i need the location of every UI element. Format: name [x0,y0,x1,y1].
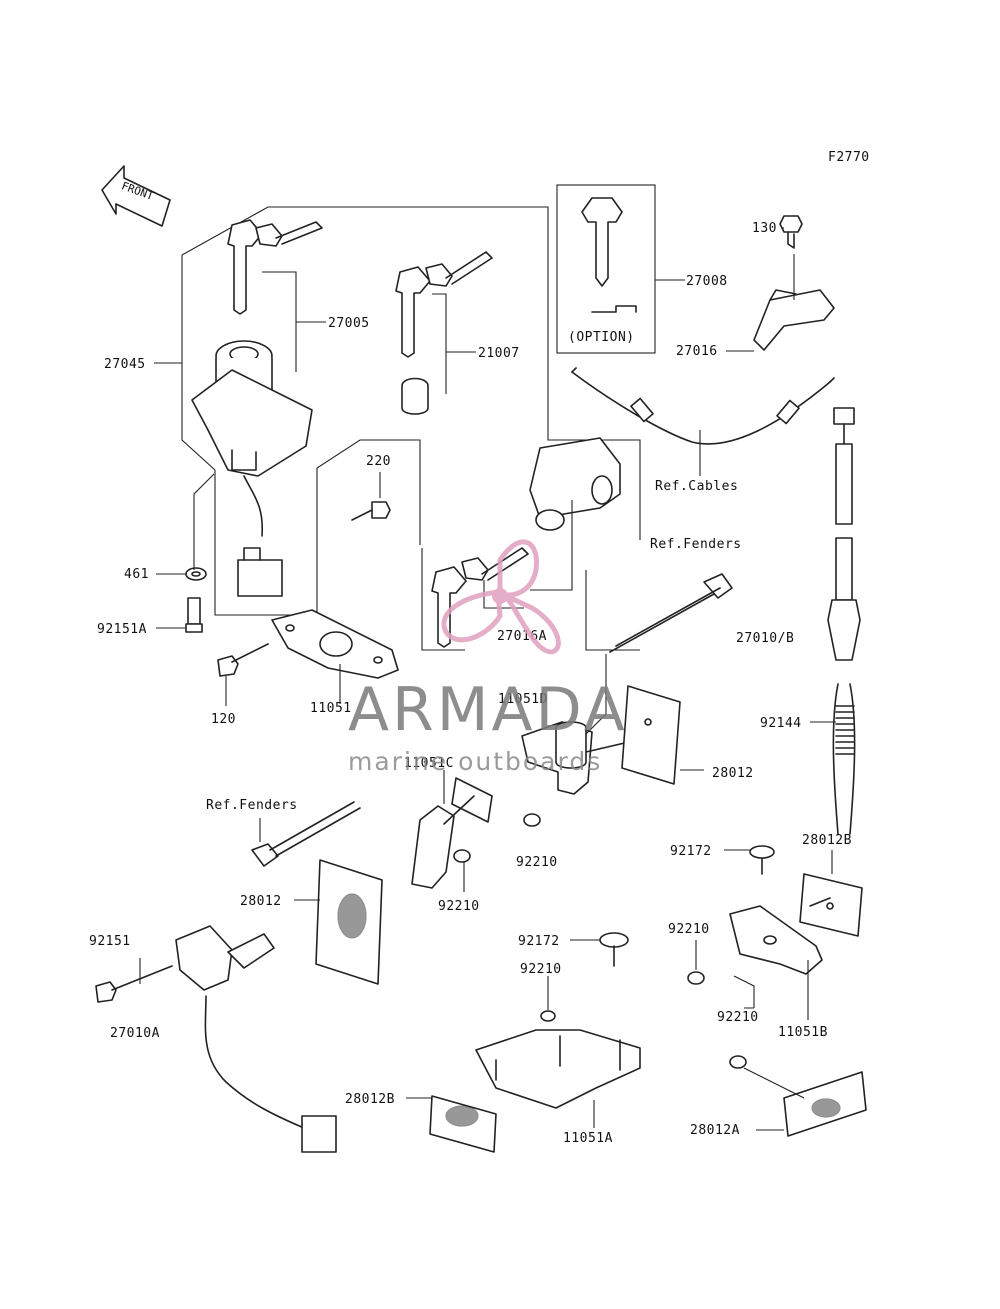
part-label: 92172 [518,934,560,949]
part-label: Ref.Fenders [650,537,742,552]
figure-code: F2770 [828,150,870,165]
option-key-27008: (OPTION) [568,197,637,345]
part-label: 11051A [563,1131,613,1146]
bracket-11051 [271,609,399,679]
watermark-brand: ARMADA [348,675,628,745]
bracket-27016 [753,215,835,351]
part-label: 28012B [345,1092,395,1107]
part-label: 27045 [104,357,146,372]
part-label: 28012 [240,894,282,909]
fender-lock [431,437,621,648]
washer-461 [185,567,207,581]
part-label: 11051D [498,692,548,707]
bracket-11051c [411,777,493,889]
part-label: 21007 [478,346,520,361]
part-label: 27005 [328,316,370,331]
key-21007 [395,251,493,415]
clip-92172-right [749,845,775,875]
part-label: 92151A [97,622,147,637]
option-label: (OPTION) [568,330,635,345]
part-label: Ref.Fenders [206,798,298,813]
bolt-120 [217,643,269,677]
part-label: 92210 [668,922,710,937]
part-label: 92210 [438,899,480,914]
pad-28012a [729,1055,867,1137]
part-label: 27010/B [736,631,794,646]
pad-28012b-right [799,873,863,937]
watermark: ARMADA marine outboards [348,539,628,776]
part-label: 92151 [89,934,131,949]
part-label: 92210 [516,855,558,870]
part-label: 27008 [686,274,728,289]
part-label: 92144 [760,716,802,731]
bolt-long-right [609,573,733,653]
bracket-11051d [521,721,647,795]
part-label: 130 [752,221,777,236]
pad-28012b-bottom [429,1095,497,1153]
bolt-220 [351,501,391,521]
front-arrow-icon: FRONT [101,165,171,227]
sensor-27010b [827,407,861,661]
bracket-11051a [475,932,641,1109]
part-label: 28012A [690,1123,740,1138]
watermark-tagline: marine outboards [348,747,602,776]
part-label: 28012B [802,833,852,848]
part-label: 92210 [520,962,562,977]
part-label: 461 [124,567,149,582]
assembly-outline [181,184,656,651]
part-label: 27010A [110,1026,160,1041]
propeller-logo-icon [441,539,561,655]
bracket-11051b [687,897,831,985]
leader-lines [139,227,836,1131]
bolt-long-left [251,801,361,867]
part-label: 92172 [670,844,712,859]
part-label: 120 [211,712,236,727]
part-label: 11051C [404,756,454,771]
part-label: 92210 [717,1010,759,1025]
cable [571,367,835,445]
nut-92210-a [523,813,541,827]
part-label: 28012 [712,766,754,781]
part-label: 11051 [310,701,352,716]
part-label: Ref.Cables [655,479,738,494]
part-label: 27016A [497,629,547,644]
part-label: 220 [366,454,391,469]
pad-28012-right [621,685,681,785]
part-labels: 130 27008 27016 27005 27045 21007 Ref.Ca… [89,221,852,1146]
ignition-switch [191,340,313,597]
part-label: 27016 [676,344,718,359]
part-label: 11051B [778,1025,828,1040]
spring-92144 [832,683,856,835]
sensor-27010a [95,925,337,1153]
key-set-27005 [227,219,323,315]
bolt-92151a [185,597,203,633]
pad-28012-left [315,859,383,985]
